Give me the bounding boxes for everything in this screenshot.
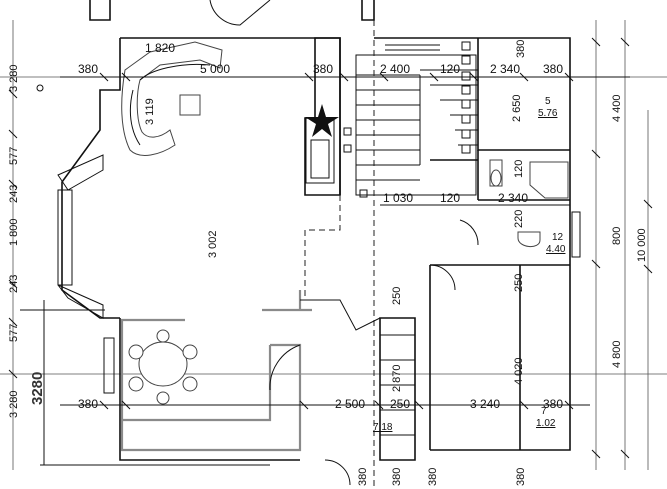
dimension-label: 3 280 — [8, 390, 20, 418]
star-icon — [305, 104, 339, 137]
bathroom-fixtures — [489, 159, 581, 258]
doors — [209, 0, 479, 486]
dimension-label: 2 400 — [380, 62, 410, 76]
room-area: 5.76 — [538, 108, 558, 119]
dimension-label: 1 800 — [8, 218, 20, 246]
dimension-label: 120 — [440, 62, 460, 76]
dimension-label: 5 000 — [200, 62, 230, 76]
fireplace — [305, 104, 339, 184]
dimension-label: 2 650 — [511, 94, 523, 122]
dimension-label: 2 340 — [498, 191, 528, 205]
dimension-label: 2 340 — [490, 62, 520, 76]
dimension-label: 380 — [78, 397, 98, 411]
dimension-label: 2 500 — [335, 397, 365, 411]
room-area: 7.18 — [373, 422, 393, 433]
dimension-label: 243 — [8, 185, 20, 203]
dimension-label: 3 002 — [207, 230, 219, 258]
dimension-label: 380 — [357, 468, 369, 486]
room-number: 7 — [541, 406, 547, 417]
dimension-label: 250 — [391, 287, 403, 305]
room-area: 4.40 — [546, 244, 566, 255]
dimension-label: 3 240 — [470, 397, 500, 411]
dining-set — [103, 329, 198, 405]
dimension-label: 4 020 — [513, 357, 525, 385]
room-area: 1.02 — [536, 418, 556, 429]
shelving — [380, 334, 415, 436]
dimension-label: 4 400 — [611, 94, 623, 122]
dimension-label: 800 — [611, 227, 623, 245]
dimension-label: 380 — [427, 468, 439, 486]
dimension-label: 577 — [8, 147, 20, 165]
dimension-label: 1 820 — [145, 41, 175, 55]
staircase — [343, 41, 478, 198]
dimension-label: 380 — [543, 397, 563, 411]
dimension-label: 3 119 — [144, 98, 156, 125]
dimension-label: 10 000 — [636, 228, 648, 262]
dimension-label: 380 — [313, 62, 333, 76]
dimension-lines — [8, 37, 653, 466]
dimension-label: 250 — [513, 274, 525, 292]
dimension-label: 243 — [8, 275, 20, 293]
dimension-label-bold: 3280 — [29, 372, 46, 405]
dimension-label: 120 — [513, 160, 525, 178]
dimension-label: 120 — [440, 191, 460, 205]
dimension-label: 380 — [543, 62, 563, 76]
dimension-label: 250 — [390, 397, 410, 411]
dimension-label: 2 870 — [391, 364, 403, 392]
dimension-label: 3 280 — [8, 64, 20, 92]
dimension-label: 380 — [78, 62, 98, 76]
dimension-label: 380 — [515, 40, 527, 58]
dimension-label: 1 030 — [383, 191, 413, 205]
dimension-label: 380 — [391, 468, 403, 486]
exterior-walls — [57, 0, 571, 461]
dimension-label: 380 — [515, 468, 527, 486]
room-number: 12 — [552, 232, 564, 243]
sofa — [121, 41, 223, 156]
room-number: 5 — [545, 96, 551, 107]
dimension-label: 4 800 — [611, 340, 623, 368]
dimension-label: 220 — [513, 210, 525, 228]
dimension-label: 577 — [8, 324, 20, 342]
